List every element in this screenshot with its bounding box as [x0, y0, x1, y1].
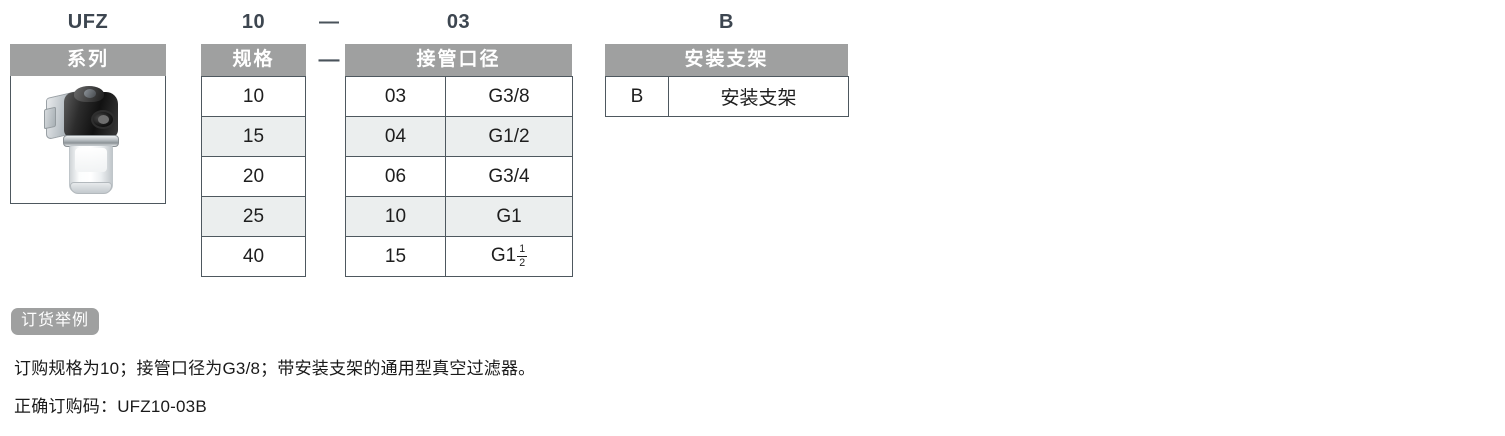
spec-code-cell: 20 [201, 156, 306, 197]
code-token-bracket: B [719, 11, 734, 33]
port-thread-cell: G3/8 [445, 76, 573, 117]
port-code-cell: 10 [345, 196, 446, 237]
port-block: 接管口径 03 G3/8 04 G1/2 06 G3/4 10 G1 15 G1… [345, 44, 573, 277]
spec-code-cell: 25 [201, 196, 306, 237]
code-token-port: 03 [446, 11, 471, 33]
bracket-block: 安装支架 B 安装支架 [605, 44, 849, 117]
port-code-cell: 04 [345, 116, 446, 157]
fraction-denominator: 2 [517, 256, 528, 269]
table-row[interactable]: 40 [201, 236, 306, 277]
ordering-example-description: 订购规格为10；接管口径为G3/8；带安装支架的通用型真空过滤器。 [14, 359, 536, 378]
fraction-numerator: 1 [519, 243, 526, 256]
port-thread-cell: G1/2 [445, 116, 573, 157]
ordering-code-row: UFZ 10 — 03 B [0, 8, 1505, 38]
ordering-example-code: 正确订购码：UFZ10-03B [14, 397, 207, 416]
port-thread-base: G1 [490, 245, 517, 267]
table-row[interactable]: 25 [201, 196, 306, 237]
product-port-inner [98, 114, 109, 124]
port-thread-cell: G3/4 [445, 156, 573, 197]
code-token-dash: — [319, 11, 339, 33]
spec-block: 规格 10 15 20 25 40 [201, 44, 306, 277]
spec-code-cell: 10 [201, 76, 306, 117]
separator-dash: — [318, 48, 340, 71]
port-thread-cell: G1 [445, 196, 573, 237]
series-header: 系列 [10, 44, 166, 76]
table-row[interactable]: 15 [201, 116, 306, 157]
table-row[interactable]: 10 [201, 76, 306, 117]
bracket-desc-cell: 安装支架 [668, 76, 849, 117]
product-bowl-base [70, 181, 112, 194]
spec-code-cell: 15 [201, 116, 306, 157]
product-cap-screw [84, 88, 96, 98]
spec-header: 规格 [201, 44, 306, 76]
product-filter-element [75, 147, 107, 172]
code-token-spec: 10 [241, 11, 266, 33]
table-row[interactable]: 03 G3/8 [345, 76, 573, 117]
vacuum-filter-product-image [42, 84, 134, 196]
table-row[interactable]: B 安装支架 [605, 76, 849, 117]
port-code-cell: 03 [345, 76, 446, 117]
spec-table: 10 15 20 25 40 [201, 76, 306, 277]
code-token-series: UFZ [67, 11, 109, 33]
bracket-table: B 安装支架 [605, 76, 849, 117]
bracket-header: 安装支架 [605, 44, 848, 76]
bracket-code-cell: B [605, 76, 669, 117]
ordering-example-badge: 订货举例 [11, 308, 100, 335]
series-block: 系列 [10, 44, 166, 204]
series-product-image-cell [10, 76, 166, 204]
port-code-cell: 15 [345, 236, 446, 277]
table-row[interactable]: 20 [201, 156, 306, 197]
port-code-cell: 06 [345, 156, 446, 197]
spec-code-cell: 40 [201, 236, 306, 277]
product-bracket-tab [44, 106, 56, 129]
table-row[interactable]: 06 G3/4 [345, 156, 573, 197]
table-row[interactable]: 10 G1 [345, 196, 573, 237]
table-row[interactable]: 04 G1/2 [345, 116, 573, 157]
port-header: 接管口径 [345, 44, 572, 76]
